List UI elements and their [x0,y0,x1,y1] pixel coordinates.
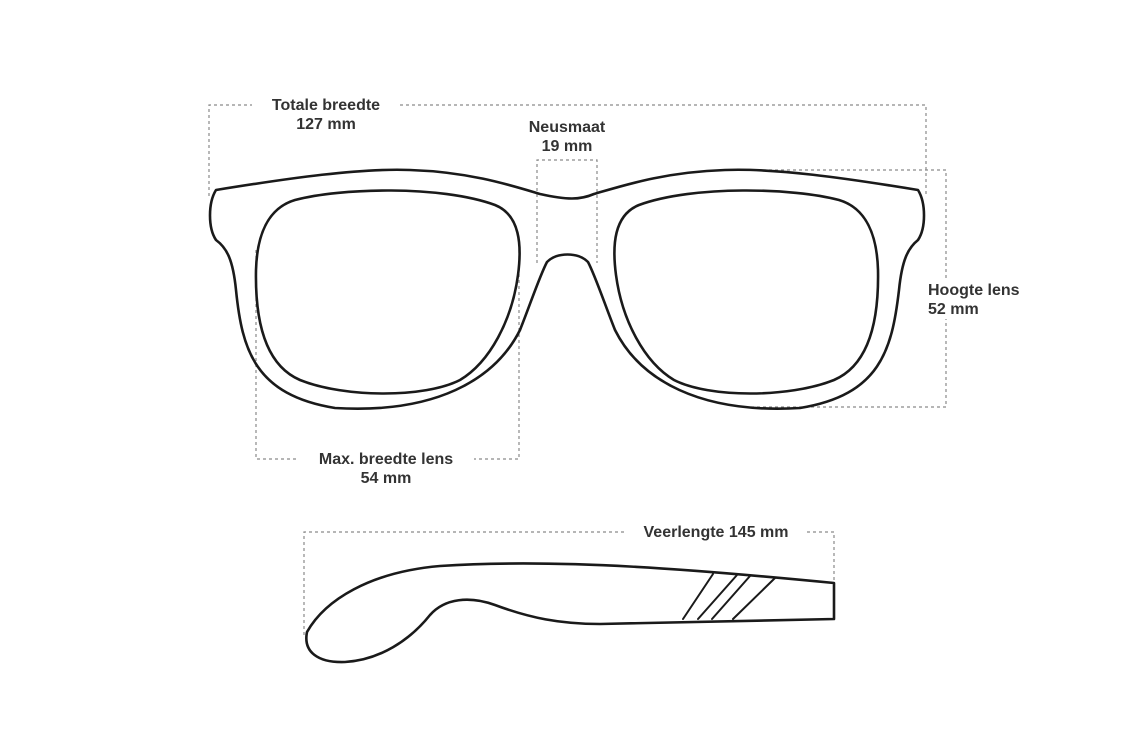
right-lens [613,189,880,395]
total-width-label: Totale breedte 127 mm [252,96,400,134]
temple-stripe-3 [711,575,751,620]
lens-height-label: Hoogte lens 52 mm [926,281,1038,319]
temple-stripe-1 [682,573,714,620]
lens-height-guide [745,169,947,408]
lens-width-guide [255,250,520,460]
total-width-title: Totale breedte [271,97,381,114]
glasses-front-view [208,168,926,410]
lens-width-value: 54 mm [360,470,412,487]
dimension-guides [208,104,947,635]
lens-height-title: Hoogte lens [928,282,1020,299]
nose-size-value: 19 mm [541,138,593,155]
total-width-value: 127 mm [296,116,356,133]
nose-size-title: Neusmaat [528,119,606,136]
lens-width-label: Max. breedte lens 54 mm [298,450,474,488]
temple-outline [305,562,836,664]
nose-size-label: Neusmaat 19 mm [517,118,617,156]
temple-length-title: Veerlengte 145 mm [643,524,789,541]
temple-length-guide [303,531,835,635]
glasses-temple-view [305,562,836,664]
total-width-guide [208,104,927,196]
nose-size-guide [536,159,598,263]
left-lens [254,189,521,395]
lens-height-value: 52 mm [928,301,979,318]
lens-width-title: Max. breedte lens [318,451,454,468]
frame-outline [208,168,926,410]
temple-stripe-2 [697,574,738,620]
temple-stripe-4 [732,577,776,620]
temple-length-label: Veerlengte 145 mm [626,523,806,542]
